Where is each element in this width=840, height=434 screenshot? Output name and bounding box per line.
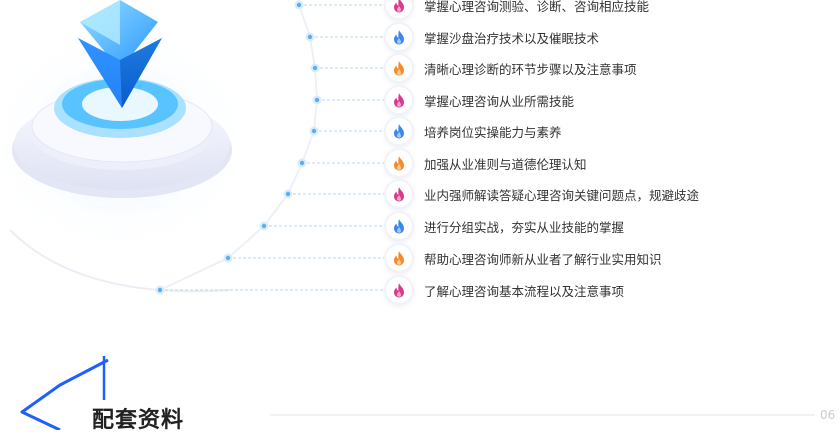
- connector-arc: [159, 0, 319, 291]
- skill-item: 了解心理咨询基本流程以及注意事项: [386, 277, 624, 303]
- flame-icon: [394, 123, 404, 138]
- skill-badge: [386, 118, 412, 144]
- skill-badge: [386, 213, 412, 239]
- connector-dot: [261, 223, 267, 229]
- skill-item: 清晰心理诊断的环节步骤以及注意事项: [386, 55, 637, 81]
- skill-label: 掌握沙盘治疗技术以及催眠技术: [424, 30, 600, 46]
- skill-badge: [386, 87, 412, 113]
- section-title: 配套资料: [92, 408, 185, 433]
- skill-label: 清晰心理诊断的环节步骤以及注意事项: [424, 61, 637, 77]
- skill-item: 业内强师解读答疑心理咨询关键问题点，规避歧途: [386, 181, 699, 207]
- connector-dot: [225, 255, 231, 261]
- section-chevron-icon: [20, 356, 109, 430]
- flame-icon: [394, 155, 404, 170]
- flame-icon: [394, 0, 404, 12]
- flame-icon: [394, 92, 404, 107]
- skill-badge: [386, 24, 412, 50]
- flame-icon: [394, 186, 404, 201]
- skill-label: 业内强师解读答疑心理咨询关键问题点，规避歧途: [424, 187, 700, 203]
- connector-dot: [311, 128, 317, 134]
- flame-icon: [394, 250, 404, 265]
- page-number: 06: [820, 408, 836, 422]
- flame-icon: [394, 282, 404, 297]
- skill-item: 加强从业准则与道德伦理认知: [386, 150, 587, 176]
- connector-dot: [285, 191, 291, 197]
- crystal-podium-illustration: [0, 0, 260, 293]
- connector-dot: [299, 160, 305, 166]
- connector-dot: [307, 34, 313, 40]
- skill-item: 进行分组实战，夯实从业技能的掌握: [386, 213, 624, 239]
- skill-label: 帮助心理咨询师新从业者了解行业实用知识: [424, 251, 662, 267]
- connector-dot: [312, 65, 318, 71]
- section-divider: [270, 414, 815, 416]
- skill-badge: [386, 55, 412, 81]
- connector-dot: [296, 2, 302, 8]
- connector-dot: [157, 287, 163, 293]
- flame-icon: [394, 218, 404, 233]
- skill-badge: [386, 277, 412, 303]
- skill-item: 掌握沙盘治疗技术以及催眠技术: [386, 24, 599, 50]
- skill-label: 掌握心理咨询测验、诊断、咨询相应技能: [424, 0, 650, 14]
- skill-item: 掌握心理咨询测验、诊断、咨询相应技能: [386, 0, 649, 18]
- skill-label: 加强从业准则与道德伦理认知: [424, 156, 587, 172]
- skill-badge: [386, 245, 412, 271]
- skill-badge: [386, 0, 412, 18]
- skill-label: 掌握心理咨询从业所需技能: [424, 93, 575, 109]
- flame-icon: [394, 60, 404, 75]
- skill-label: 进行分组实战，夯实从业技能的掌握: [424, 219, 625, 235]
- skill-badge: [386, 181, 412, 207]
- skill-label: 了解心理咨询基本流程以及注意事项: [424, 283, 625, 299]
- flame-icon: [394, 29, 404, 44]
- skill-badge: [386, 150, 412, 176]
- connector-dot: [314, 97, 320, 103]
- skill-item: 培养岗位实操能力与素养: [386, 118, 562, 144]
- skill-label: 培养岗位实操能力与素养: [424, 124, 562, 140]
- skill-item: 帮助心理咨询师新从业者了解行业实用知识: [386, 245, 662, 271]
- skill-item: 掌握心理咨询从业所需技能: [386, 87, 574, 113]
